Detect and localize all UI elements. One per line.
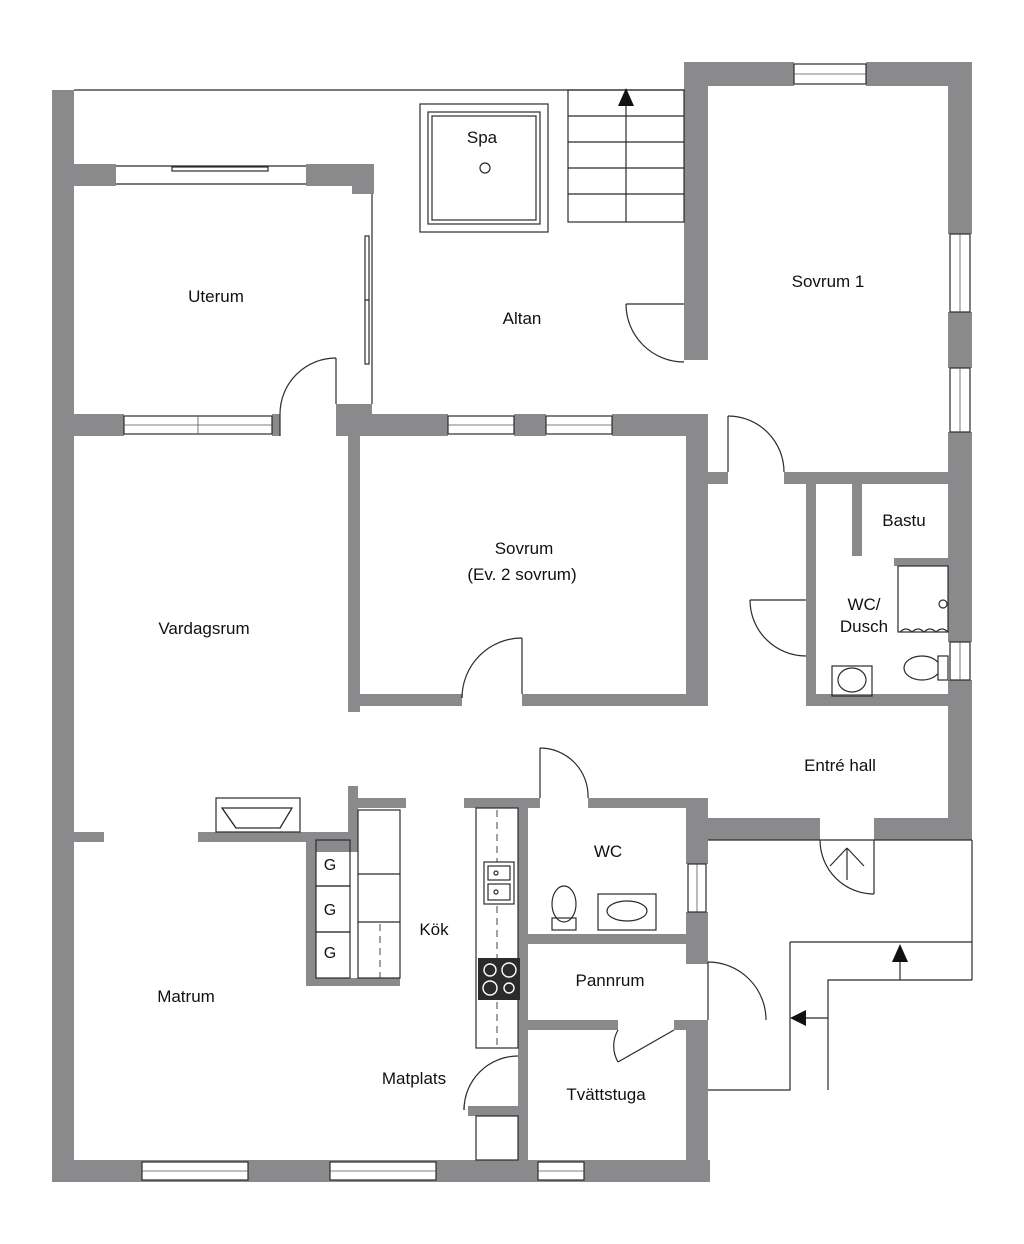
toilet-icon (551, 885, 577, 923)
appliance-label-g: G (324, 902, 336, 919)
uterum-glazing (116, 165, 373, 404)
appliance-label-g: G (324, 857, 336, 874)
room-label-wc-dusch: WC/ (847, 595, 880, 614)
toilet-icon (903, 655, 941, 681)
kitchen (215, 797, 520, 1161)
stair-up-arrow-icon (618, 88, 634, 106)
outdoor-stairs (567, 88, 685, 223)
room-label-sovrum-note: (Ev. 2 sovrum) (467, 565, 576, 584)
doors (279, 303, 875, 1111)
room-label-altan: Altan (503, 309, 542, 328)
appliance-label-g: G (324, 945, 336, 962)
room-labels: Spa Uterum Altan Sovrum 1 Sovrum (Ev. 2 … (157, 128, 926, 1104)
sink-icon (606, 900, 648, 922)
room-label-wc-dusch-line2: Dusch (840, 617, 888, 636)
entrance-stairs (790, 944, 908, 1026)
room-label-matrum: Matrum (157, 987, 215, 1006)
stair-left-arrow-icon (790, 1010, 806, 1026)
room-label-entre-hall: Entré hall (804, 756, 876, 775)
room-label-wc: WC (594, 842, 622, 861)
windows (123, 63, 971, 1181)
room-label-spa: Spa (467, 128, 498, 147)
kitchen-sink-icon (483, 861, 515, 905)
room-label-sovrum-1: Sovrum 1 (792, 272, 865, 291)
stair-up-arrow-icon (892, 944, 908, 962)
fireplace-icon (215, 797, 301, 833)
walls (52, 62, 972, 1182)
bathroom-fixtures (551, 565, 949, 931)
room-label-kok: Kök (419, 920, 449, 939)
sink-icon (837, 667, 867, 693)
room-label-uterum: Uterum (188, 287, 244, 306)
shower-head-icon (938, 599, 948, 609)
spa-tub (419, 103, 549, 233)
room-label-bastu: Bastu (882, 511, 925, 530)
room-label-pannrum: Pannrum (576, 971, 645, 990)
room-label-sovrum: Sovrum (495, 539, 554, 558)
appliance-labels: G G G (324, 857, 336, 962)
room-label-vardagsrum: Vardagsrum (158, 619, 249, 638)
room-label-matplats: Matplats (382, 1069, 446, 1088)
room-label-tvattstuga: Tvättstuga (566, 1085, 646, 1104)
